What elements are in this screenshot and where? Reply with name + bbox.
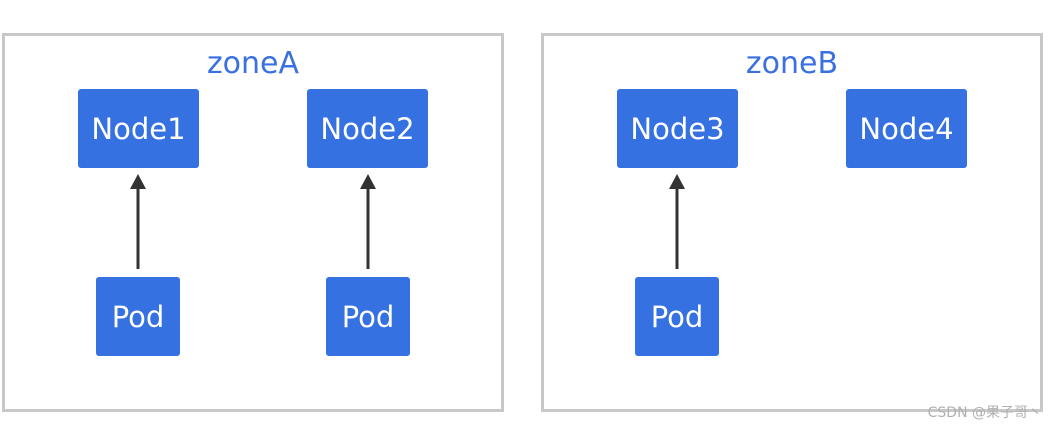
node4-box: Node4 [846, 89, 967, 168]
arrow-pod-to-node2 [360, 174, 376, 269]
pod-zone-a-1: Pod [96, 277, 180, 356]
node2-box: Node2 [307, 89, 428, 168]
pod-zone-a-2: Pod [326, 277, 410, 356]
arrow-pod-to-node3 [669, 174, 685, 269]
zone-b-title: zoneB [745, 46, 839, 81]
arrow-pod-to-node1 [130, 174, 146, 269]
node3-box: Node3 [617, 89, 738, 168]
pod-zone-b-1: Pod [635, 277, 719, 356]
zone-a-title: zoneA [206, 46, 300, 81]
node1-box: Node1 [78, 89, 199, 168]
watermark: CSDN @果子哥丶 [927, 405, 1042, 421]
